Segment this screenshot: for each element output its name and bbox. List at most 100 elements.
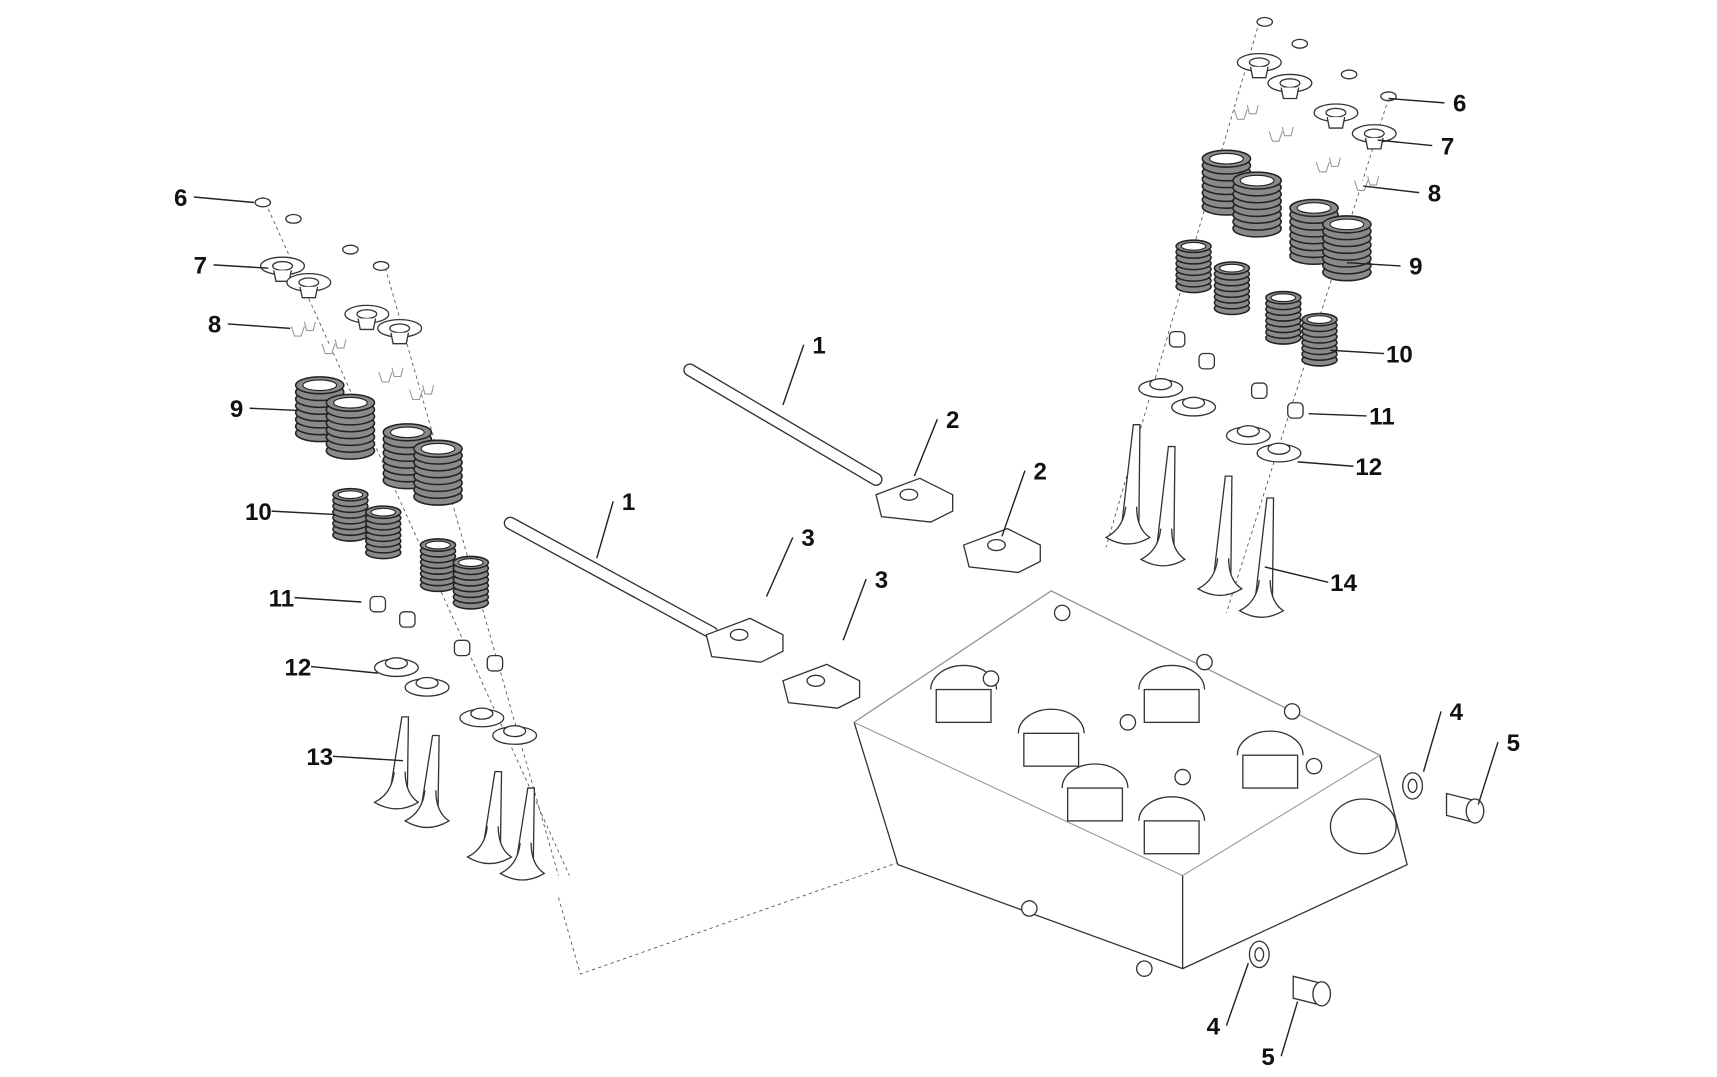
leader-line — [842, 578, 867, 641]
valve-shim — [1340, 69, 1358, 80]
spring-seat — [459, 707, 505, 728]
spring-top — [1329, 218, 1365, 231]
axis-line — [262, 196, 570, 876]
valve-spring — [1322, 215, 1372, 282]
valve-cotter — [334, 339, 347, 349]
valve-cotter — [391, 367, 404, 378]
spring-top — [337, 490, 364, 500]
cam-bearing-cap — [1236, 730, 1304, 756]
head-bolt — [1021, 900, 1038, 917]
valve — [1196, 475, 1243, 597]
callout-number: 4 — [1207, 1013, 1221, 1040]
spring-top — [332, 396, 368, 409]
valve-cotter — [1315, 161, 1330, 173]
retainer-body — [1364, 137, 1384, 150]
leader-line — [765, 537, 794, 597]
callout-6: 6 — [174, 185, 255, 212]
valve-cotter — [409, 389, 424, 401]
valve-cotter — [321, 343, 336, 355]
callout-5: 5 — [1477, 730, 1520, 805]
callout-number: 1 — [622, 489, 635, 516]
head-bolt — [1119, 714, 1137, 731]
retainer-body — [390, 332, 410, 345]
valve-retainer — [1236, 52, 1282, 79]
callout-number: 4 — [1450, 699, 1464, 726]
leader-line — [1308, 413, 1367, 417]
valve-spring — [332, 487, 369, 542]
callout-4: 4 — [1207, 962, 1250, 1040]
leader-line — [310, 665, 378, 674]
valve-stem-seal — [1250, 382, 1268, 400]
valve-spring — [1232, 171, 1282, 238]
rocker-body — [782, 663, 861, 709]
valve-head — [1238, 580, 1285, 618]
callout-number: 5 — [1261, 1044, 1274, 1071]
valve-cotter — [303, 321, 316, 332]
valve-head — [1104, 506, 1152, 545]
leader-line — [227, 323, 291, 330]
leader-line — [213, 264, 269, 269]
leader-line — [596, 501, 614, 559]
leader-line — [294, 596, 362, 603]
spring-top — [1239, 174, 1275, 187]
leader-line — [1001, 470, 1026, 537]
callout-number: 5 — [1507, 730, 1520, 757]
valve-spring — [1301, 312, 1338, 367]
callout-1: 1 — [596, 489, 635, 559]
retainer-body — [1249, 66, 1269, 79]
callout-7: 7 — [1377, 133, 1454, 160]
plug-head — [1465, 798, 1485, 824]
rocker-arm — [705, 617, 784, 663]
plug-head — [1312, 981, 1332, 1007]
cam-bearing-block — [1023, 732, 1080, 767]
spring-top — [389, 426, 425, 439]
leader-line — [1377, 139, 1433, 147]
leader-line — [249, 407, 298, 412]
callout-number: 6 — [174, 185, 187, 212]
spring-top — [420, 442, 456, 455]
valve-spring — [1265, 290, 1302, 345]
valve-spring — [1175, 239, 1212, 294]
camshaft — [505, 517, 717, 638]
valve-head — [466, 826, 513, 865]
valve-shim — [342, 244, 359, 255]
valve-cotter — [1354, 180, 1369, 191]
head-bolt — [1135, 960, 1153, 977]
valve-cotter — [290, 325, 305, 337]
retainer-hole — [1325, 107, 1347, 118]
spring-top — [370, 507, 397, 517]
valve-shim — [1256, 16, 1274, 27]
valve-head — [499, 842, 546, 881]
rocker-pivot — [729, 628, 749, 641]
spring-seat — [1171, 396, 1217, 417]
callout-number: 10 — [1386, 341, 1413, 368]
rocker-pivot — [899, 488, 919, 501]
spring-top — [1209, 152, 1244, 165]
leader-line — [782, 344, 805, 406]
valve-head — [373, 771, 420, 810]
valve-cotter — [1281, 126, 1294, 137]
cam-bearing-cap — [1061, 763, 1129, 789]
cam-bearing-block — [935, 688, 992, 724]
valve — [1104, 424, 1152, 545]
valve-retainer — [1351, 124, 1397, 150]
leader-line — [1477, 741, 1499, 805]
spring-seat — [404, 676, 450, 697]
valve-stem-seal — [369, 595, 387, 613]
leader-line — [913, 418, 939, 477]
valve-spring — [413, 439, 463, 506]
retainer-body — [357, 318, 377, 331]
rocker-body — [875, 477, 954, 523]
valve-cotter — [378, 371, 393, 383]
valve-spring — [325, 393, 376, 460]
callout-14: 14 — [1264, 566, 1358, 597]
valve-spring — [452, 555, 490, 610]
rocker-pivot — [987, 538, 1006, 552]
cam-bore — [1329, 798, 1397, 855]
retainer-body — [299, 286, 319, 299]
callout-9: 9 — [1346, 254, 1423, 281]
callout-number: 12 — [284, 654, 311, 681]
cam-bearing-block — [1143, 688, 1200, 724]
retainer-hole — [272, 260, 294, 272]
cam-bearing-cap — [1138, 664, 1206, 690]
